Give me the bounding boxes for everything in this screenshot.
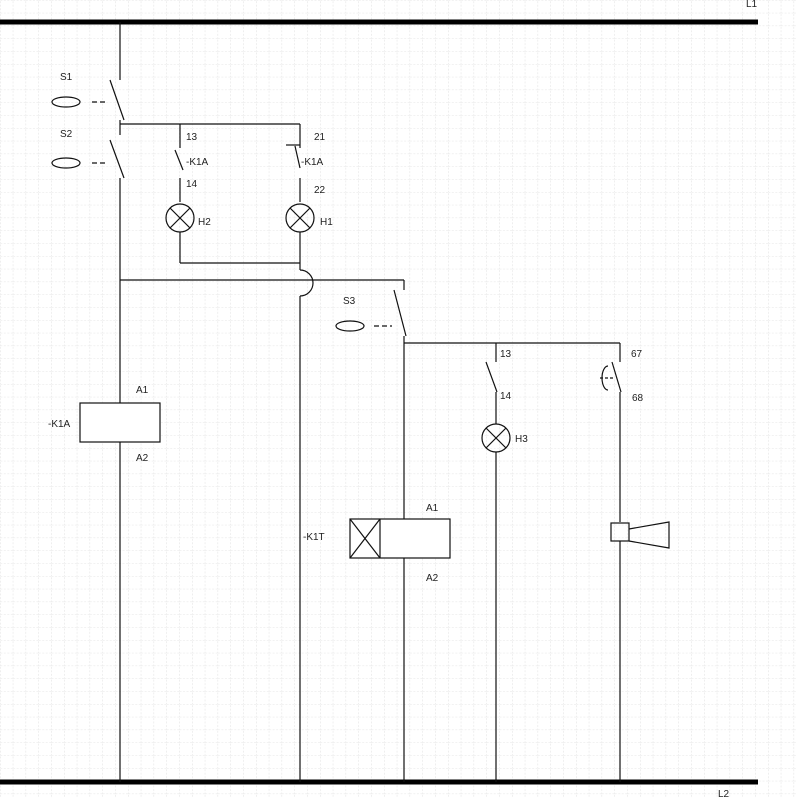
pin-k1a-22: 22 <box>314 185 326 196</box>
label-k1a-nc: -K1A <box>301 157 324 168</box>
k1a-no-contact <box>174 149 184 171</box>
s1-switch-blade <box>109 79 125 121</box>
pin-k1a-13: 13 <box>186 132 198 143</box>
pin-k1t-14: 14 <box>500 391 512 402</box>
pin-k1t-68: 68 <box>632 393 644 404</box>
k1a-nc-contact <box>294 145 301 169</box>
pin-k1t-13: 13 <box>500 349 512 360</box>
label-s3: S3 <box>343 296 356 307</box>
pin-k1a-14: 14 <box>186 179 198 190</box>
label-h2: H2 <box>198 217 211 228</box>
rail-label-l1: L1 <box>746 0 758 10</box>
label-k1t-coil-a1: A1 <box>426 503 439 514</box>
s1-pushbutton-icon[interactable] <box>51 96 81 108</box>
label-h3: H3 <box>515 434 528 445</box>
label-s2: S2 <box>60 129 73 140</box>
rail-label-l2: L2 <box>718 789 730 798</box>
k1t-no-contact <box>485 361 498 393</box>
s3-pushbutton-icon[interactable] <box>335 320 365 332</box>
label-s1: S1 <box>60 72 73 83</box>
k1t-timed-contact <box>611 361 622 393</box>
pin-k1t-67: 67 <box>631 349 643 360</box>
k1t-timer-coil <box>349 518 451 559</box>
label-k1a-coil: -K1A <box>48 419 71 430</box>
s2-switch-blade <box>109 139 125 179</box>
s3-switch-blade <box>393 289 407 337</box>
label-k1t-coil: -K1T <box>303 532 325 543</box>
s2-pushbutton-icon[interactable] <box>51 157 81 169</box>
label-h1: H1 <box>320 217 333 228</box>
timer-coil-cross <box>349 518 381 559</box>
label-k1a-coil-a1: A1 <box>136 385 149 396</box>
pin-k1a-21: 21 <box>314 132 326 143</box>
label-k1a-coil-a2: A2 <box>136 453 149 464</box>
label-k1t-coil-a2: A2 <box>426 573 439 584</box>
label-k1a-no: -K1A <box>186 157 209 168</box>
wire-crossover-hop <box>299 269 314 297</box>
k1a-coil <box>79 402 161 443</box>
